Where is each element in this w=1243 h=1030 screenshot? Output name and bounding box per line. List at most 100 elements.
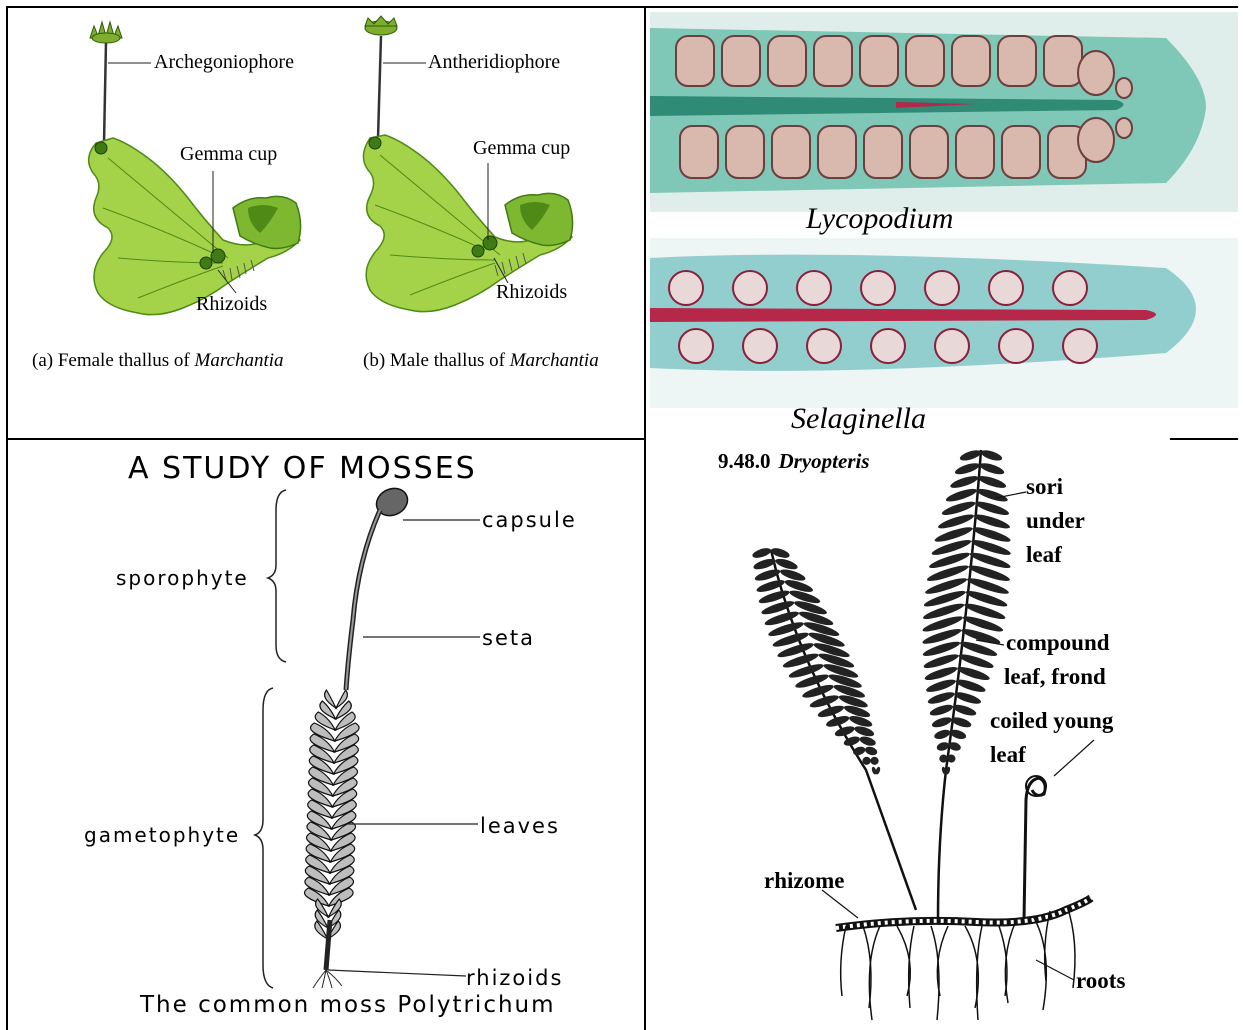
lycopodium-sporangium	[726, 126, 764, 178]
lycopodium-sporangium	[952, 36, 990, 86]
sori-label-line3: leaf	[1026, 542, 1062, 567]
fern-pinna	[978, 461, 1005, 477]
roots-label: roots	[1076, 968, 1125, 993]
fern-pinna	[853, 724, 875, 738]
lycopodium-sporangium	[956, 126, 994, 178]
moss-plant-illustration	[305, 483, 412, 988]
lycopodium-sporangium	[722, 36, 760, 86]
fern-pinna	[945, 486, 978, 504]
marchantia-panel: Archegoniophore Gemma cup Rhizoids	[8, 8, 644, 438]
selaginella-micrograph	[650, 238, 1238, 408]
fern-pinna	[933, 728, 951, 741]
leaves-label: leaves	[480, 814, 560, 838]
female-rhizoids-label: Rhizoids	[196, 293, 267, 315]
coiled-label-line1: coiled young	[990, 708, 1114, 733]
fern-root	[977, 926, 982, 1020]
lycopodium-sporangium	[818, 126, 856, 178]
selaginella-sporangium	[925, 271, 959, 305]
fern-root	[909, 926, 914, 1008]
fern-plant-illustration	[751, 448, 1091, 1020]
sori-label-line2: under	[1026, 508, 1085, 533]
fern-pinna	[976, 486, 1009, 504]
selaginella-sporangium	[871, 329, 905, 363]
lycopodium-sporangium	[998, 36, 1036, 86]
gametophyte-label: gametophyte	[84, 823, 240, 847]
fern-pinna	[977, 474, 1007, 491]
marchantia-diagram: Archegoniophore Gemma cup Rhizoids	[8, 8, 644, 438]
selaginella-sporangium	[679, 329, 713, 363]
male-rhizoids-label: Rhizoids	[496, 281, 567, 303]
selaginella-label: Selaginella	[791, 402, 926, 435]
selaginella-sporangium	[733, 271, 767, 305]
sporophyte-label: sporophyte	[116, 566, 249, 590]
fern-pinna	[852, 745, 866, 756]
female-caption: (a) Female thallus of Marchantia	[32, 350, 284, 371]
fern-pinna	[929, 703, 955, 718]
lycopodium-sporangium	[772, 126, 810, 178]
selaginella-sporangium	[797, 271, 831, 305]
fern-root	[841, 926, 846, 996]
compound-label-line2: leaf, frond	[1004, 664, 1106, 689]
fern-title: 9.48.0Dryopteris	[718, 449, 870, 473]
fern-pinna	[955, 677, 987, 694]
lycopodium-sporangium	[768, 36, 806, 86]
moss-title: A STUDY OF MOSSES	[128, 451, 477, 486]
capsule-label: capsule	[482, 508, 577, 532]
moss-caption: The common moss Polytrichum	[139, 992, 556, 1018]
fern-panel: 9.48.0Dryopteris	[646, 440, 1238, 1030]
sori-label-line1: sori	[1026, 474, 1064, 499]
fern-diagram: 9.48.0Dryopteris	[646, 440, 1238, 1030]
lycopodium-sporangium	[1002, 126, 1040, 178]
lycopodium-sporangium	[860, 36, 898, 86]
fern-pinna	[859, 735, 877, 748]
lycopodium-sporangium	[814, 36, 852, 86]
fern-pinna	[869, 756, 879, 766]
lycopodium-sporangium	[906, 36, 944, 86]
selaginella-sporangium	[935, 329, 969, 363]
female-top-label: Archegoniophore	[154, 51, 294, 73]
fern-pinna	[953, 690, 982, 706]
male-cup-label: Gemma cup	[473, 137, 570, 159]
lycopodium-label: Lycopodium	[805, 202, 953, 235]
fern-pinna	[949, 474, 979, 491]
sporophyte-brace	[268, 490, 286, 662]
selaginella-sporangium	[861, 271, 895, 305]
selaginella-sporangium	[743, 329, 777, 363]
coiled-label-line2: leaf	[990, 742, 1026, 767]
selaginella-sporangium	[999, 329, 1033, 363]
selaginella-sporangium	[807, 329, 841, 363]
rhizoids-label: rhizoids	[466, 966, 563, 990]
rhizome-label: rhizome	[764, 868, 844, 893]
lycopodium-sporangium	[680, 126, 718, 178]
fern-pinna	[980, 448, 1004, 462]
selaginella-sporangium	[989, 271, 1023, 305]
female-cup-label: Gemma cup	[180, 143, 277, 165]
moss-diagram: A STUDY OF MOSSES sporophyte gametophyte	[8, 440, 644, 1030]
strobili-panel: Lycopodium Selaginella	[646, 8, 1238, 438]
lycopodium-sporangium	[1044, 36, 1082, 86]
selaginella-sporangium	[1063, 329, 1097, 363]
lycopodium-sporangium	[864, 126, 902, 178]
selaginella-sporangium	[669, 271, 703, 305]
lycopodium-sporangium	[676, 36, 714, 86]
compound-label-line1: compound	[1006, 630, 1110, 655]
fern-pinna	[927, 690, 956, 706]
strobili-micrographs: Lycopodium Selaginella	[646, 8, 1238, 438]
fern-pinna	[864, 745, 878, 756]
lycopodium-sporangium	[910, 126, 948, 178]
fern-pinna	[774, 557, 798, 572]
moss-panel: A STUDY OF MOSSES sporophyte gametophyte	[8, 440, 644, 1030]
fern-root	[1045, 911, 1050, 981]
fern-pinna	[959, 448, 983, 462]
seta-label: seta	[482, 626, 535, 650]
selaginella-sporangium	[1053, 271, 1087, 305]
fern-pinna	[931, 715, 953, 729]
gametophyte-brace	[255, 688, 273, 988]
male-caption: (b) Male thallus of Marchantia	[363, 350, 599, 371]
fern-pinna	[954, 461, 981, 477]
lycopodium-micrograph	[650, 12, 1238, 212]
fern-root	[1067, 906, 1075, 988]
fern-pinna	[751, 546, 772, 560]
male-top-label: Antheridiophore	[428, 51, 560, 73]
